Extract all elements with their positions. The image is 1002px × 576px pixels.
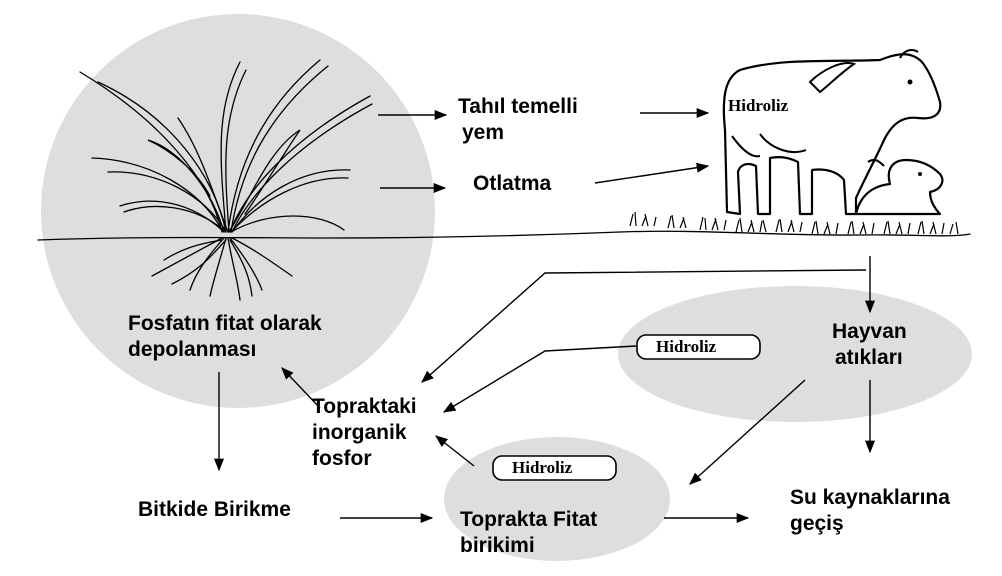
label-soil-phosphorus-line3: fosfor: [312, 447, 372, 470]
label-water-transfer-line2: geçiş: [790, 512, 844, 535]
label-soil-phosphorus-line2: inorganik: [312, 421, 407, 444]
grass-icon: [630, 212, 958, 234]
label-plant-accumulation: Bitkide Birikme: [138, 498, 291, 521]
label-phytate-storage-line1: Fosfatın fitat olarak: [128, 312, 322, 335]
label-water-transfer-line1: Su kaynaklarına: [790, 486, 950, 509]
label-grain-feed-line1: Tahıl temelli: [458, 95, 578, 118]
label-hydrolysis-top: Hidroliz: [656, 337, 717, 356]
cow-and-calf-illustration: [724, 50, 943, 214]
label-animal-waste-line1: Hayvan: [832, 320, 907, 343]
label-grazing: Otlatma: [473, 172, 552, 195]
label-soil-phytate-line2: birikimi: [460, 534, 535, 557]
label-phytate-storage-line2: depolanması: [128, 338, 256, 361]
label-hydrolysis-cow: Hidroliz: [728, 96, 789, 115]
label-soil-phytate-line1: Toprakta Fitat: [460, 508, 597, 531]
label-grain-feed-line2: yem: [462, 121, 504, 144]
label-animal-waste-line2: atıkları: [835, 346, 903, 369]
arrow-phytate-to-soil-phosphorus: [436, 436, 474, 466]
arrow-hydrolysis-to-soil-phosphorus: [444, 346, 636, 412]
label-soil-phosphorus-line1: Topraktaki: [312, 395, 417, 418]
arrow-grazing-to-animal: [595, 166, 708, 183]
label-hydrolysis-bottom: Hidroliz: [512, 458, 573, 477]
